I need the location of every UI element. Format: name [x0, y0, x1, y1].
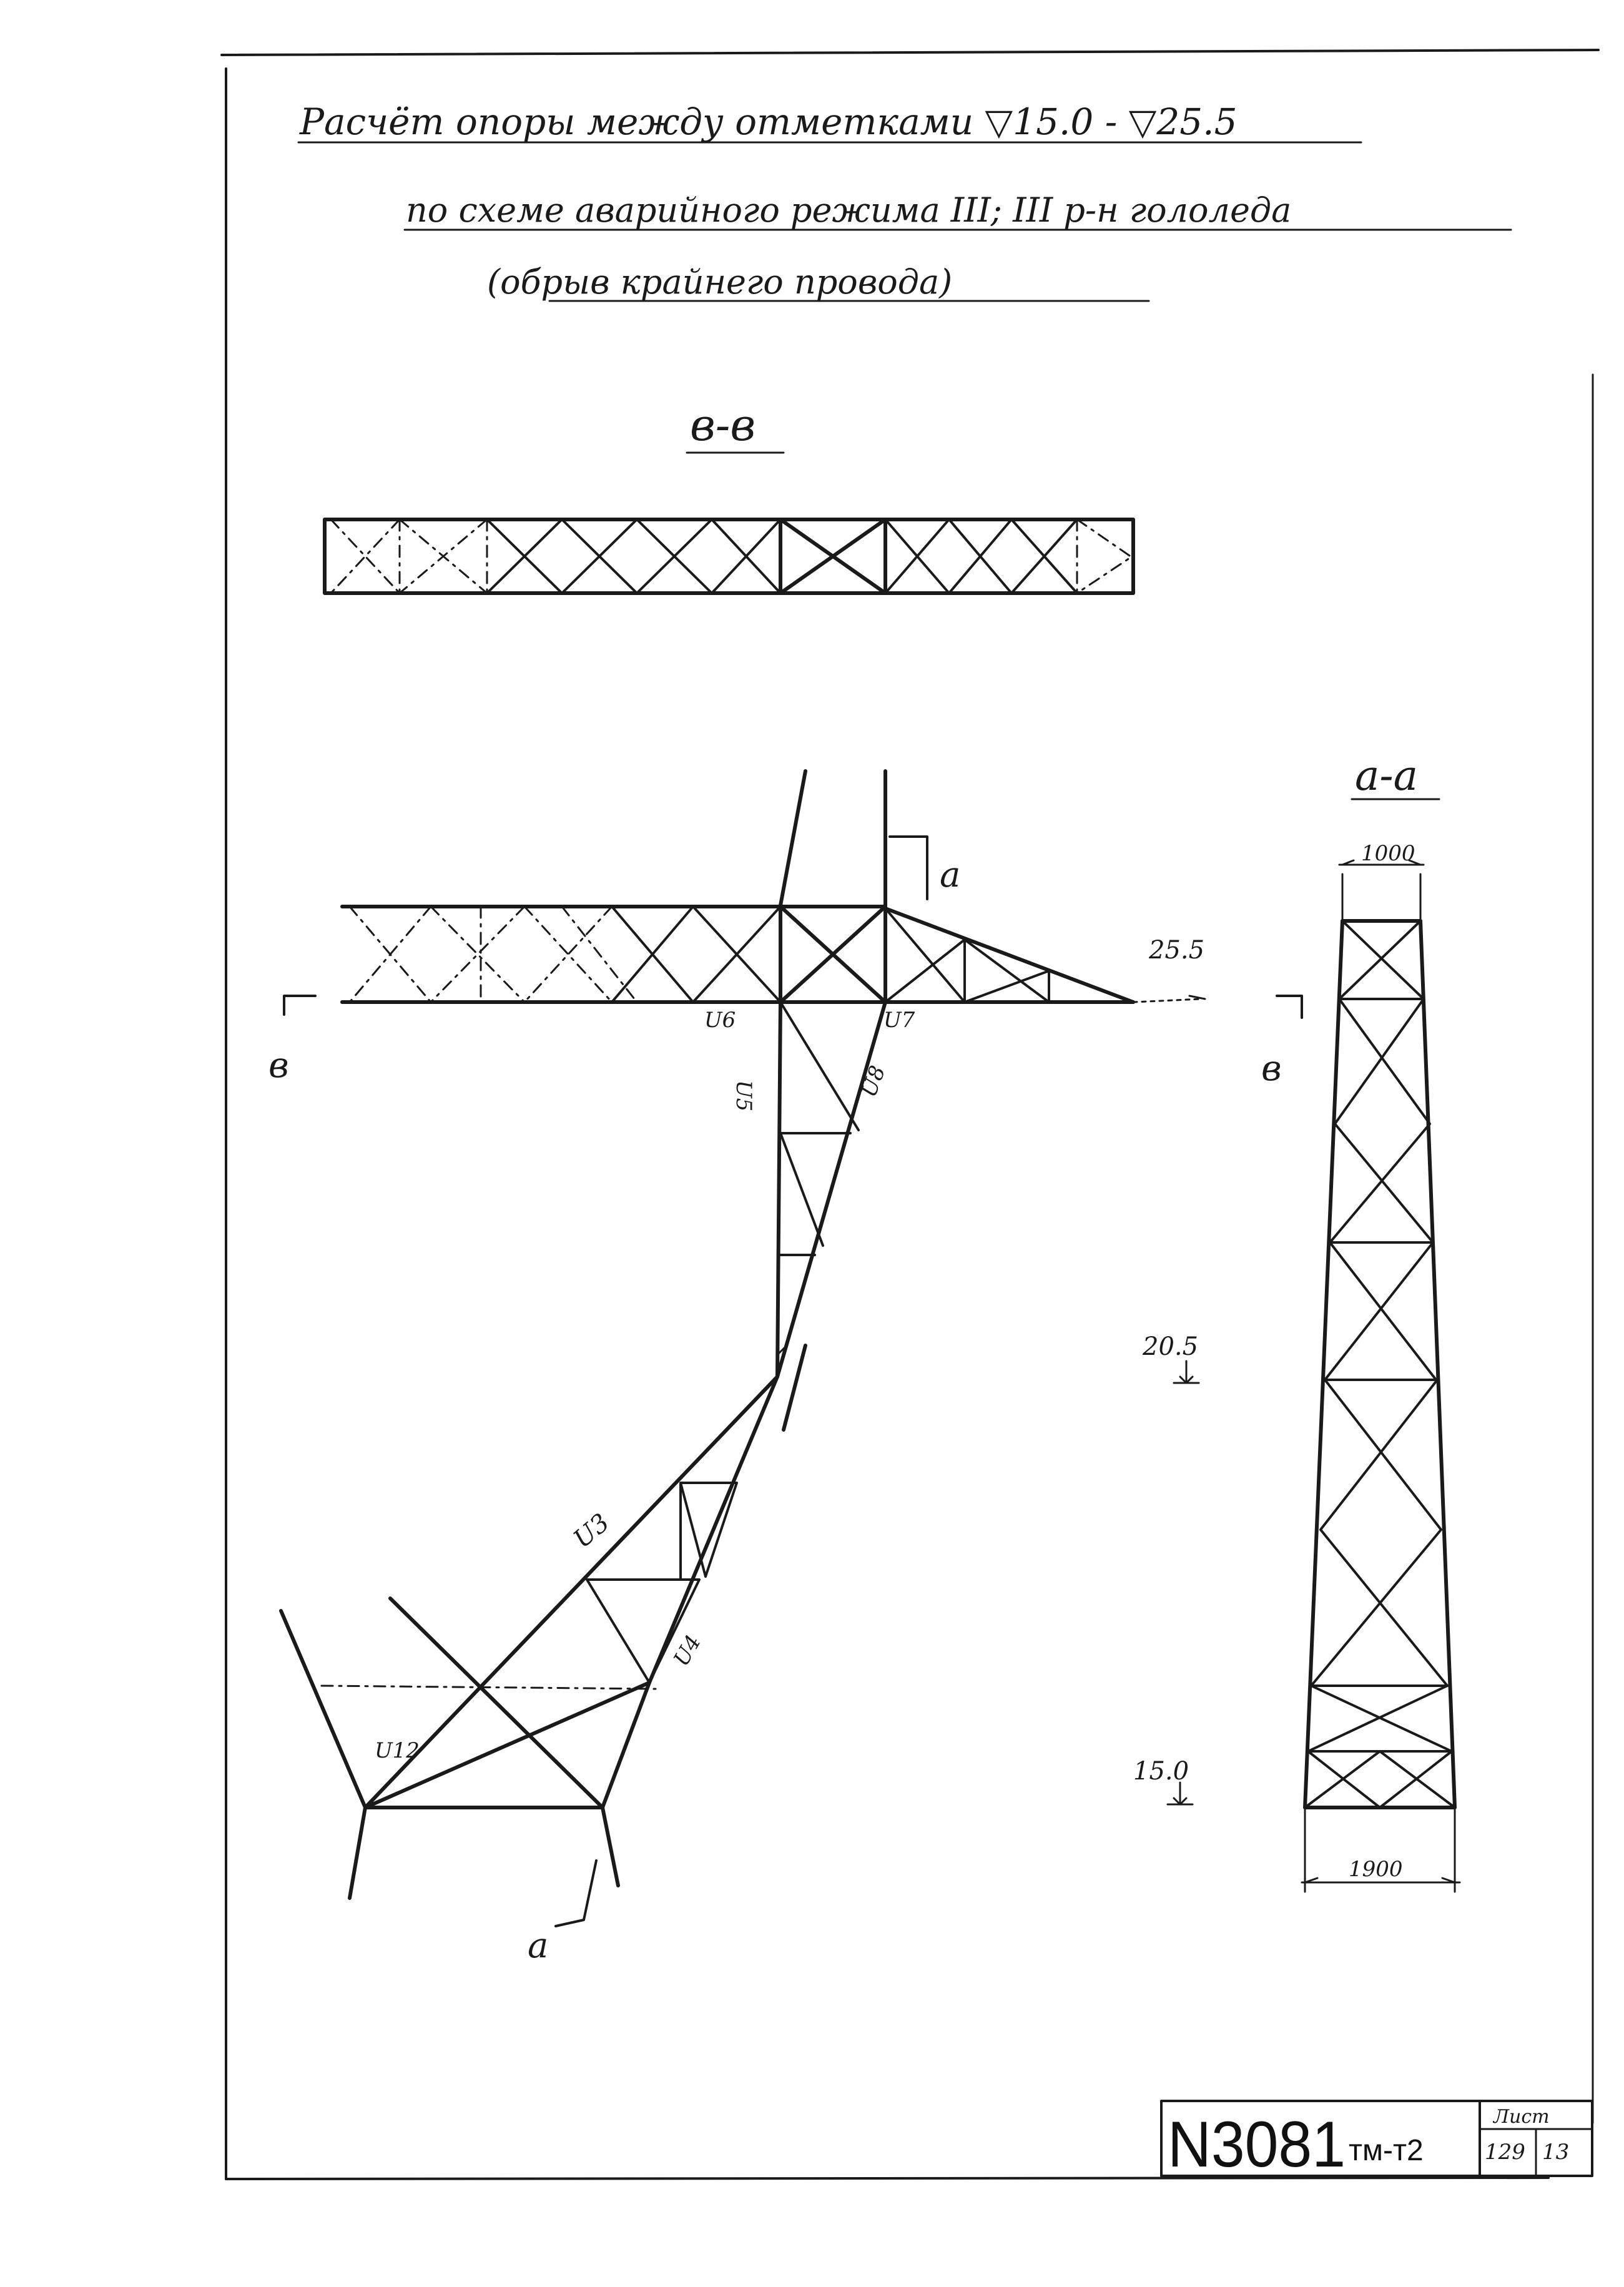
side-view-top-width: 1000: [1361, 841, 1415, 866]
elevation-middle: 20.5: [1142, 1332, 1200, 1384]
node-label-u3: U3: [568, 1508, 615, 1554]
title-block-sheet-label: Лист: [1492, 2106, 1550, 2128]
svg-text:15.0: 15.0: [1133, 1757, 1189, 1786]
node-label-u5: U5: [731, 1080, 756, 1111]
cut-mark-a-top: а: [888, 835, 960, 900]
node-label-u4: U4: [669, 1631, 706, 1671]
svg-text:в: в: [1261, 1048, 1282, 1089]
svg-text:20.5: 20.5: [1142, 1332, 1198, 1361]
svg-text:а: а: [940, 855, 960, 895]
title-block-code: тм-т2: [1349, 2134, 1424, 2167]
svg-text:в: в: [268, 1045, 289, 1086]
title-line-3: (обрыв крайнего провода): [487, 262, 952, 302]
svg-text:а: а: [528, 1926, 548, 1966]
side-view-aa-truss: [1301, 859, 1461, 1893]
main-elevation-truss: [279, 769, 1206, 1900]
node-label-u8: U8: [857, 1063, 891, 1101]
elevation-top: 25.5: [1148, 936, 1204, 965]
cut-mark-b-right: в: [1261, 995, 1303, 1089]
side-view-bottom-width: 1900: [1349, 1857, 1403, 1882]
title-block-sheet-number: 129: [1485, 2140, 1525, 2165]
title-line-1: Расчёт опоры между отметками ▽15.0 - ▽25…: [299, 101, 1238, 143]
title-block-sheet-total: 13: [1542, 2140, 1569, 2165]
node-label-u6: U6: [704, 1008, 736, 1033]
node-label-u7: U7: [883, 1008, 915, 1033]
title-block-number: N3081: [1168, 2108, 1346, 2181]
title-line-2: по схеме аварийного режима III; III р-н …: [406, 190, 1291, 230]
title-block: N3081 тм-т2 Лист 129 13: [1160, 2100, 1593, 2181]
section-bb-label: в-в: [690, 400, 755, 451]
elevation-bottom: 15.0: [1133, 1757, 1194, 1806]
cut-mark-b-left: в: [268, 995, 317, 1086]
sheet-frame: [220, 49, 1600, 2180]
section-aa-label: а-а: [1355, 752, 1418, 800]
cut-mark-a-bottom: а: [528, 1859, 598, 1966]
node-label-u12: U12: [375, 1738, 420, 1763]
plan-view-truss: [323, 518, 1135, 595]
